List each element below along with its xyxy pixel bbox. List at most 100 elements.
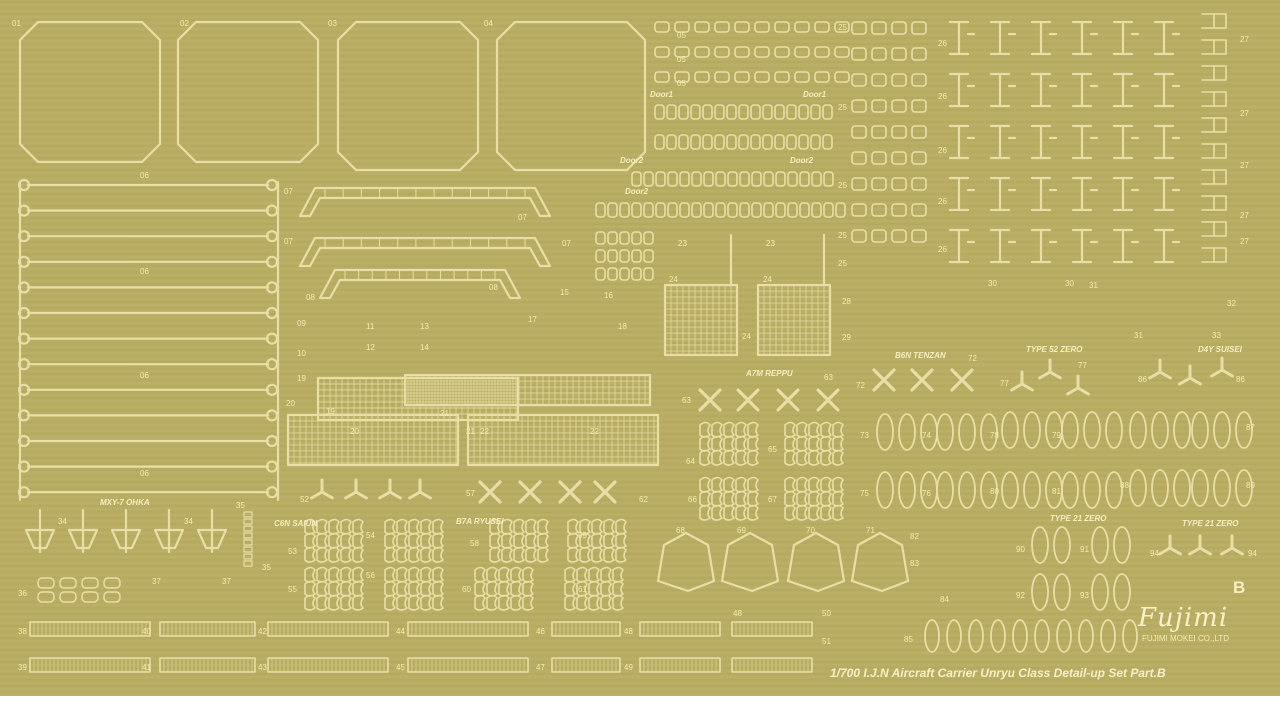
bracket-part (1071, 72, 1099, 108)
link-part (619, 231, 630, 245)
oval-part (1083, 471, 1101, 509)
link-part (810, 134, 821, 150)
oval-part (1001, 471, 1019, 509)
link-part (702, 104, 713, 120)
gear-part (408, 546, 420, 563)
link-part (655, 202, 666, 218)
link-part (607, 249, 618, 263)
link-part (667, 171, 678, 187)
plate-letter: B (1233, 578, 1246, 597)
link-part (654, 134, 665, 150)
link-part (787, 202, 798, 218)
strip-part (159, 657, 256, 673)
strip-part (551, 621, 621, 637)
gear-part (498, 594, 510, 611)
ohka-part (110, 508, 142, 554)
gear-part (796, 449, 808, 466)
bracket-part (1153, 176, 1181, 212)
oval-part (1151, 411, 1169, 449)
link-part (871, 99, 887, 113)
link-part (703, 202, 714, 218)
part-number: 22 (480, 427, 489, 436)
part-number: 54 (366, 531, 375, 540)
bracket-part (948, 72, 976, 108)
gear-part (711, 504, 723, 521)
oval-part (1083, 411, 1101, 449)
bracket-part (989, 72, 1017, 108)
link-part (666, 134, 677, 150)
part-number: 77 (1078, 361, 1087, 370)
part-number: 87 (1246, 423, 1255, 432)
link-part (619, 249, 630, 263)
part-number: 94 (1150, 549, 1159, 558)
link-part (643, 249, 654, 263)
link-part (891, 99, 907, 113)
gear-part (600, 594, 612, 611)
propeller-part (344, 490, 358, 500)
link-part (754, 21, 770, 33)
oval-part (1091, 526, 1109, 564)
link-part (714, 71, 730, 83)
link-part (754, 71, 770, 83)
part-number: 86 (1138, 375, 1147, 384)
part-number: 73 (860, 431, 869, 440)
net-part (286, 413, 460, 467)
oval-part (1113, 573, 1131, 611)
link-part (822, 134, 833, 150)
part-number: 27 (1240, 35, 1249, 44)
ladder-part (1201, 13, 1227, 29)
oval-part (1129, 411, 1147, 449)
gear-part (735, 504, 747, 521)
oval-part (958, 471, 976, 509)
link-part (871, 177, 887, 191)
gear-part (832, 504, 844, 521)
part-number: 08 (306, 293, 315, 302)
part-number: 06 (140, 267, 149, 276)
part-number: 07 (284, 187, 293, 196)
gear-part (510, 594, 522, 611)
bracket-part (1112, 176, 1140, 212)
link-part (595, 202, 606, 218)
link-part (679, 202, 690, 218)
link-part (911, 125, 927, 139)
part-number: 36 (18, 589, 27, 598)
link-part (666, 104, 677, 120)
link-part (714, 104, 725, 120)
part-number: 02 (180, 19, 189, 28)
propeller-part (1158, 546, 1172, 556)
link-part (694, 71, 710, 83)
link-part (738, 134, 749, 150)
link-part (871, 203, 887, 217)
link-part (891, 177, 907, 191)
link-part (607, 231, 618, 245)
gear-part (796, 504, 808, 521)
gear-part (808, 504, 820, 521)
propeller-part (1188, 546, 1202, 556)
set-title: 1/700 I.J.N Aircraft Carrier Unryu Class… (830, 666, 1166, 680)
oval-part (1061, 411, 1079, 449)
link-part (851, 151, 867, 165)
part-number: 51 (822, 637, 831, 646)
link-part (786, 104, 797, 120)
part-number: 23 (678, 239, 687, 248)
link-part (751, 202, 762, 218)
frame-part (18, 20, 162, 164)
part-number: 17 (528, 315, 537, 324)
gear-part (537, 546, 549, 563)
gear-part (723, 449, 735, 466)
bracket-part (989, 124, 1017, 160)
gear-part (501, 546, 513, 563)
part-number: 39 (18, 663, 27, 672)
link-part (734, 71, 750, 83)
gear-part (420, 594, 432, 611)
bracket-part (948, 124, 976, 160)
gear-part (486, 594, 498, 611)
bracket-part (1153, 20, 1181, 56)
part-number: 72 (968, 354, 977, 363)
link-part (798, 104, 809, 120)
propeller-part (388, 490, 402, 500)
gear-part (316, 594, 328, 611)
bracket-part (989, 176, 1017, 212)
